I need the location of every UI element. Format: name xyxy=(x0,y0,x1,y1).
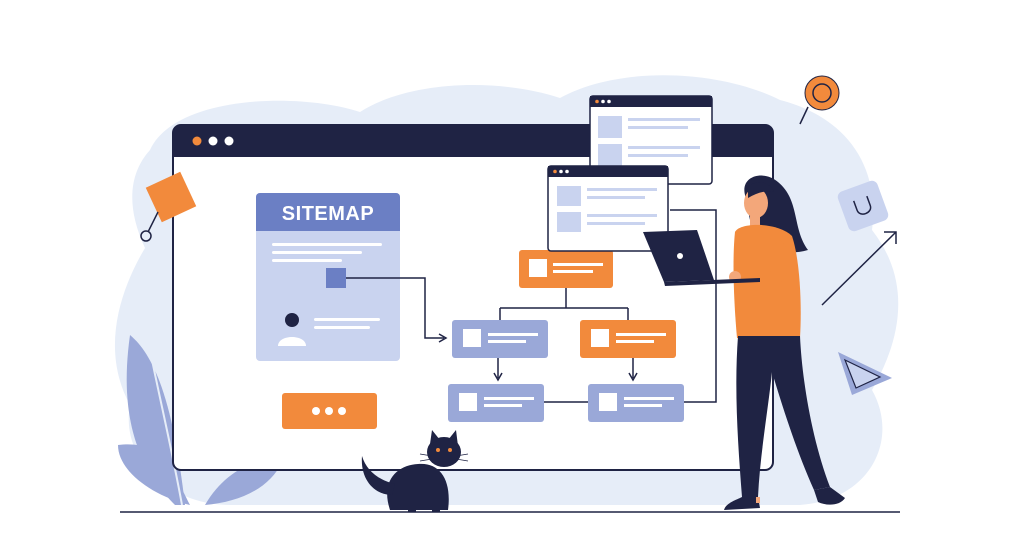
more-dots-button[interactable] xyxy=(282,393,377,429)
flow-node-bottom-left xyxy=(448,384,544,422)
floating-window-front xyxy=(547,165,669,252)
flowchart xyxy=(448,209,717,422)
floating-window-back xyxy=(589,95,713,185)
decor-triangle xyxy=(838,352,892,395)
flow-node-left xyxy=(452,320,548,358)
search-icon xyxy=(799,75,840,125)
sitemap-title: SITEMAP xyxy=(282,203,374,225)
cursor-icon xyxy=(821,231,897,306)
laptop-icon xyxy=(643,230,760,286)
sitemap-card: SITEMAP xyxy=(256,193,400,361)
user-avatar-icon xyxy=(278,313,306,346)
sitemap-node-square xyxy=(326,268,346,288)
decor-shape-square xyxy=(837,180,889,232)
plant-leaves xyxy=(118,335,282,506)
window-dot-2 xyxy=(208,136,218,146)
woman-illustration xyxy=(724,175,845,510)
flow-node-bottom-right xyxy=(588,384,684,422)
window-dot-3 xyxy=(224,136,234,146)
cat-illustration xyxy=(361,430,469,512)
dots-icon xyxy=(312,407,346,415)
flow-node-right xyxy=(580,320,676,358)
sitemap-connector xyxy=(346,277,448,343)
window-dot-1 xyxy=(192,136,202,146)
flow-node-root xyxy=(519,250,613,288)
decor-orange-square xyxy=(140,171,197,242)
